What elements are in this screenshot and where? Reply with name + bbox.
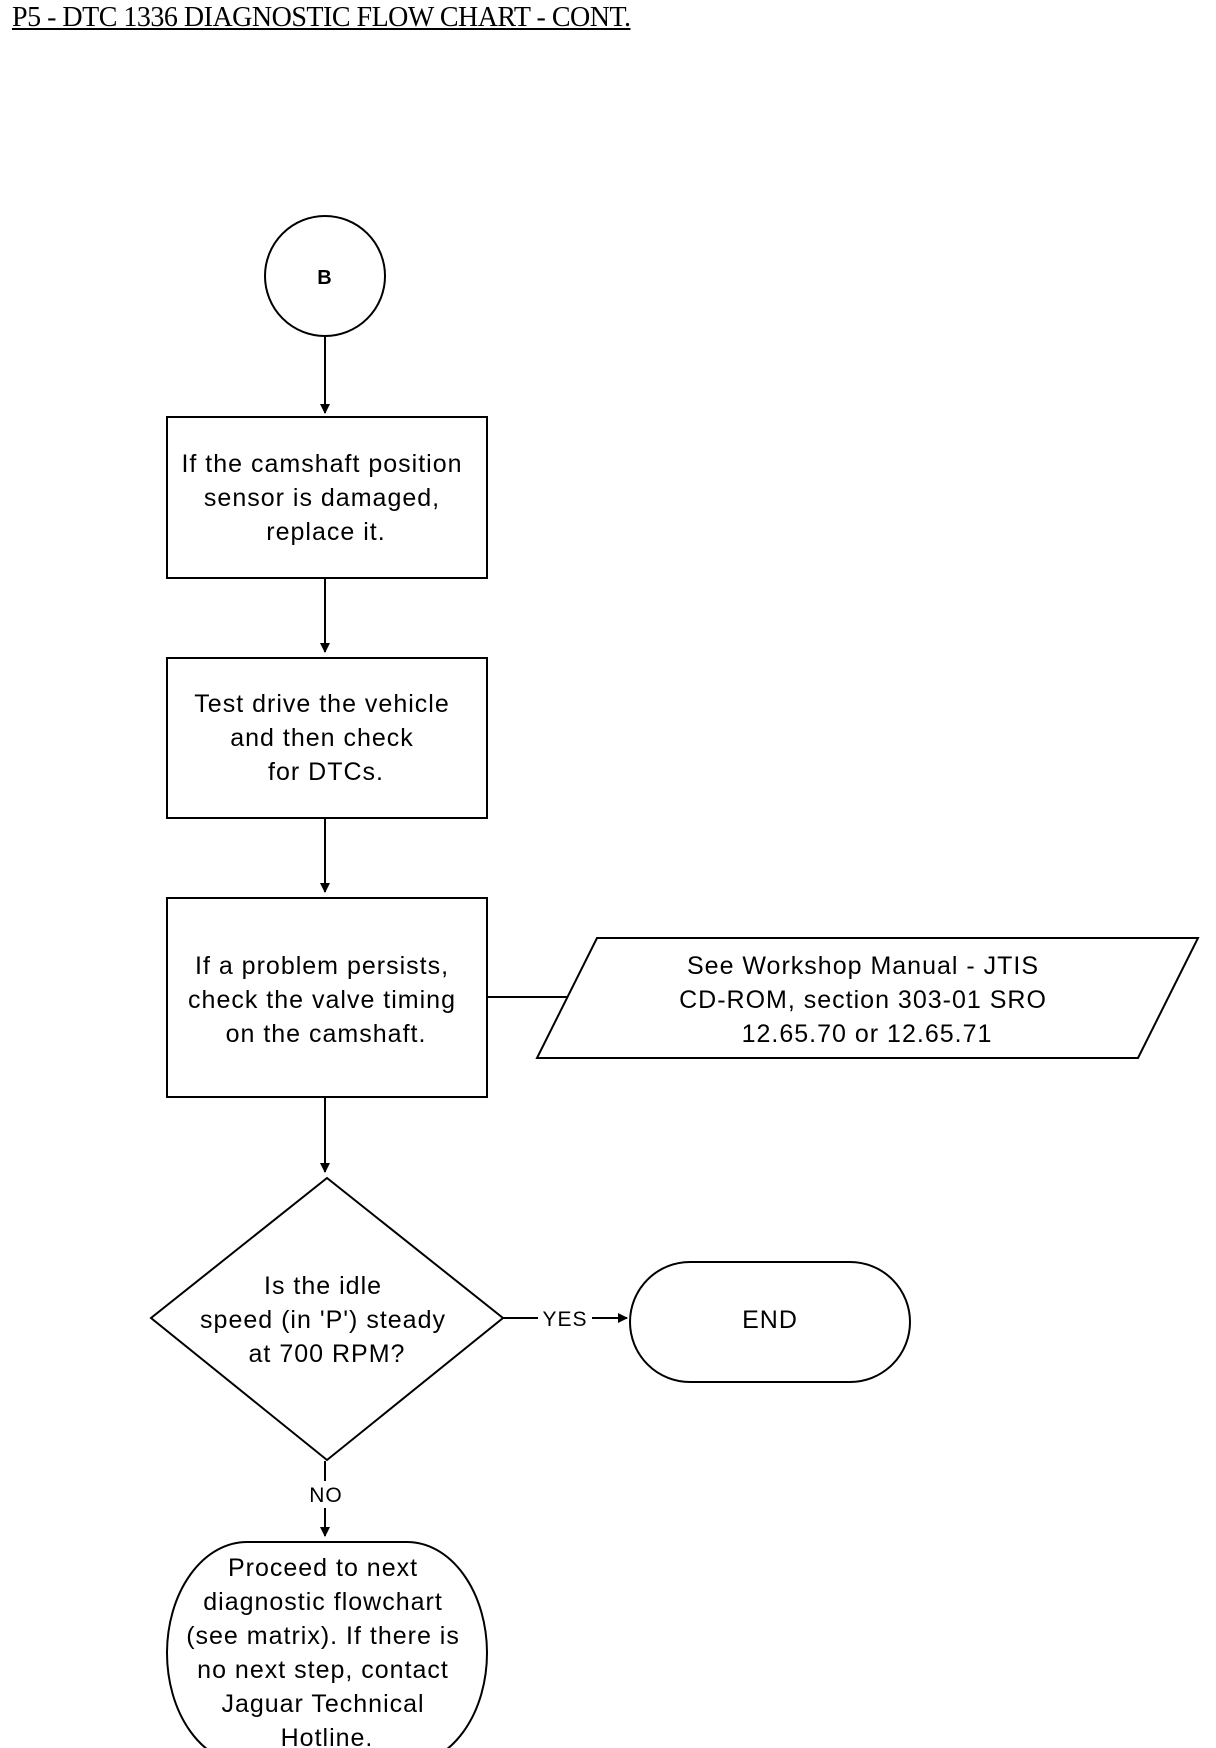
proceed-terminator — [166, 1541, 488, 1748]
step-test-drive-line: Test drive the vehicle — [194, 690, 449, 718]
reference-line: CD-ROM, section 303-01 SRO — [679, 986, 1047, 1014]
proceed-line: (see matrix). If there is — [186, 1622, 460, 1650]
step-replace-sensor — [166, 416, 488, 579]
reference-box — [535, 937, 1200, 1059]
step-check-valve-timing-line: check the valve timing — [188, 986, 456, 1014]
step-check-valve-timing — [166, 897, 488, 1098]
step-test-drive-line: for DTCs. — [268, 758, 384, 786]
proceed-line: Hotline. — [281, 1724, 374, 1748]
proceed-text: Proceed to next diagnostic flowchart (se… — [186, 1554, 468, 1748]
step-replace-sensor-text: If the camshaft position sensor is damag… — [181, 450, 470, 546]
step-check-valve-timing-line: on the camshaft. — [226, 1020, 427, 1048]
step-test-drive-text: Test drive the vehicle and then check fo… — [194, 690, 457, 786]
connector-b — [264, 215, 386, 337]
reference-line: See Workshop Manual - JTIS — [687, 952, 1039, 980]
step-check-valve-timing-text: If a problem persists, check the valve t… — [188, 952, 464, 1048]
end-label: END — [742, 1306, 798, 1334]
proceed-line: Jaguar Technical — [221, 1690, 424, 1718]
proceed-line: diagnostic flowchart — [203, 1588, 443, 1616]
decision-idle-speed-text: Is the idle speed (in 'P') steady at 700… — [200, 1272, 454, 1368]
step-replace-sensor-line: sensor is damaged, — [204, 484, 440, 512]
step-test-drive — [166, 657, 488, 819]
step-check-valve-timing-line: If a problem persists, — [195, 952, 449, 980]
reference-text: See Workshop Manual - JTIS CD-ROM, secti… — [679, 952, 1055, 1048]
decision-line: Is the idle — [264, 1272, 382, 1300]
decision-idle-speed — [149, 1176, 505, 1462]
step-test-drive-line: and then check — [230, 724, 414, 752]
yes-label: YES — [542, 1308, 587, 1331]
end-terminator — [629, 1261, 911, 1383]
proceed-line: no next step, contact — [197, 1656, 449, 1684]
page-title: P5 - DTC 1336 DIAGNOSTIC FLOW CHART - CO… — [12, 2, 631, 33]
proceed-line: Proceed to next — [228, 1554, 418, 1582]
connector-b-label: B — [317, 267, 332, 289]
step-replace-sensor-line: replace it. — [266, 518, 385, 546]
no-label: NO — [309, 1484, 343, 1507]
reference-line: 12.65.70 or 12.65.71 — [742, 1020, 993, 1048]
decision-line: at 700 RPM? — [249, 1340, 406, 1368]
step-replace-sensor-line: If the camshaft position — [181, 450, 462, 478]
decision-line: speed (in 'P') steady — [200, 1306, 446, 1334]
